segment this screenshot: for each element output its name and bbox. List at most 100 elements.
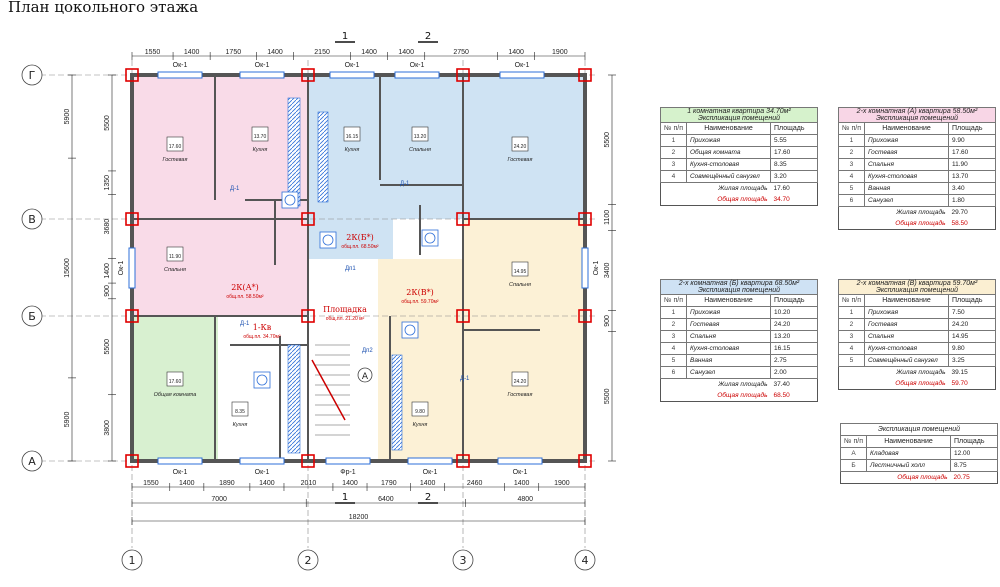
living-area-label: Жилая площадь <box>896 369 946 376</box>
column-marker <box>578 68 592 82</box>
apartment-area: общ.пл. 58.50м² <box>226 294 264 300</box>
room-area: 8.35 <box>235 409 245 415</box>
room-name: Гостевая <box>508 157 533 163</box>
total-area-label: Общая площадь <box>717 196 768 203</box>
living-area-label: Жилая площадь <box>896 209 946 216</box>
window <box>128 247 136 289</box>
col-name: Наименование <box>685 294 772 307</box>
apartment-name: 1-Кв <box>253 323 272 332</box>
window-label: Ок-1 <box>423 469 438 476</box>
window <box>407 457 453 465</box>
col-area: Площадь <box>948 294 996 307</box>
door-label: Д-1 <box>460 376 470 382</box>
sanitary-fixture <box>281 191 299 209</box>
dim-top-value: 1400 <box>267 49 283 56</box>
section-letter: А <box>362 372 369 382</box>
dim-top-value: 2150 <box>314 49 330 56</box>
room-name: Кухня <box>233 422 248 428</box>
room-name: Общая комната <box>154 392 197 398</box>
sanitary-bowl <box>404 324 416 336</box>
total-area-label: Общая площадь <box>717 392 768 399</box>
room-name: Гостевая <box>163 157 188 163</box>
total-area-label: Общая площадь <box>895 220 946 227</box>
column-marker <box>301 212 315 226</box>
dim-bottom1-value: 1550 <box>143 480 159 487</box>
axis-letter: В <box>28 213 36 226</box>
dim-bottom1-value: 2010 <box>301 480 317 487</box>
dim-left-inner-value: 3800 <box>104 420 111 436</box>
sanitary-fixture <box>319 231 337 249</box>
column-marker <box>456 454 470 468</box>
dim-left-outer-value: 5900 <box>64 412 71 428</box>
total-area-value: 58.50 <box>951 220 968 227</box>
room-tag <box>166 136 184 152</box>
room-tag <box>411 401 429 417</box>
col-name: Наименование <box>865 435 952 448</box>
dim-left-inner-value: 3680 <box>104 219 111 235</box>
col-area: Площадь <box>770 122 818 135</box>
column-marker <box>125 212 139 226</box>
window-label: Ок-1 <box>513 469 528 476</box>
door-label: Дп1 <box>345 266 356 272</box>
sanitary-bowl <box>284 194 296 206</box>
col-name: Наименование <box>863 122 950 135</box>
dim-bottom1-value: 1400 <box>342 480 358 487</box>
dim-left-inner-value: 1400 <box>104 263 111 279</box>
column-marker <box>125 309 139 323</box>
window-label: Ок-1 <box>118 261 125 276</box>
axis-bubble <box>297 549 319 571</box>
apartment-area: общ.пл. 34.70м² <box>243 334 281 340</box>
window <box>394 71 440 79</box>
door-label: Д-1 <box>240 321 250 327</box>
col-num: № п/п <box>840 435 867 448</box>
dim-left-inner-value: 5500 <box>104 339 111 355</box>
col-num: № п/п <box>838 294 865 307</box>
window <box>499 71 545 79</box>
dim-top-value: 1400 <box>398 49 414 56</box>
kitchen-counter <box>287 344 301 454</box>
column-marker <box>578 212 592 226</box>
room-area: 16.15 <box>346 134 359 140</box>
window-label: Ок-1 <box>410 62 425 69</box>
window-label: Ок-1 <box>515 62 530 69</box>
dim-bottom3-value: 18200 <box>349 514 369 521</box>
window <box>497 457 543 465</box>
dim-left-outer-value: 5900 <box>64 109 71 125</box>
room-area: 11.90 <box>169 254 181 260</box>
room-name: Кухня <box>413 422 428 428</box>
dim-top-value: 2750 <box>453 49 469 56</box>
axis-letter: А <box>28 455 36 468</box>
room-area: 13.20 <box>414 134 427 140</box>
window-label: Фр-1 <box>340 469 356 476</box>
dim-bottom1-value: 1400 <box>259 480 275 487</box>
window-label: Ок-1 <box>345 62 360 69</box>
column-marker <box>125 68 139 82</box>
total-area-value: 34.70 <box>773 196 790 203</box>
room-tag <box>343 126 361 142</box>
door-label: Д-1 <box>400 181 410 187</box>
door-label: Д-1 <box>230 186 240 192</box>
room-labels: 17.60Гостевая13.70Кухня16.15Кухня13.20Сп… <box>154 126 533 428</box>
room-name: Кухня <box>253 147 268 153</box>
dim-left-inner-value: 1350 <box>104 175 111 191</box>
living-area-value: 29.70 <box>951 209 968 216</box>
total-area-value: 68.50 <box>773 392 790 399</box>
dim-bottom1-value: 1400 <box>420 480 436 487</box>
column-marker <box>301 309 315 323</box>
dim-left-inner-value: 900 <box>104 285 111 297</box>
column-marker <box>456 309 470 323</box>
dim-top-value: 1400 <box>184 49 200 56</box>
